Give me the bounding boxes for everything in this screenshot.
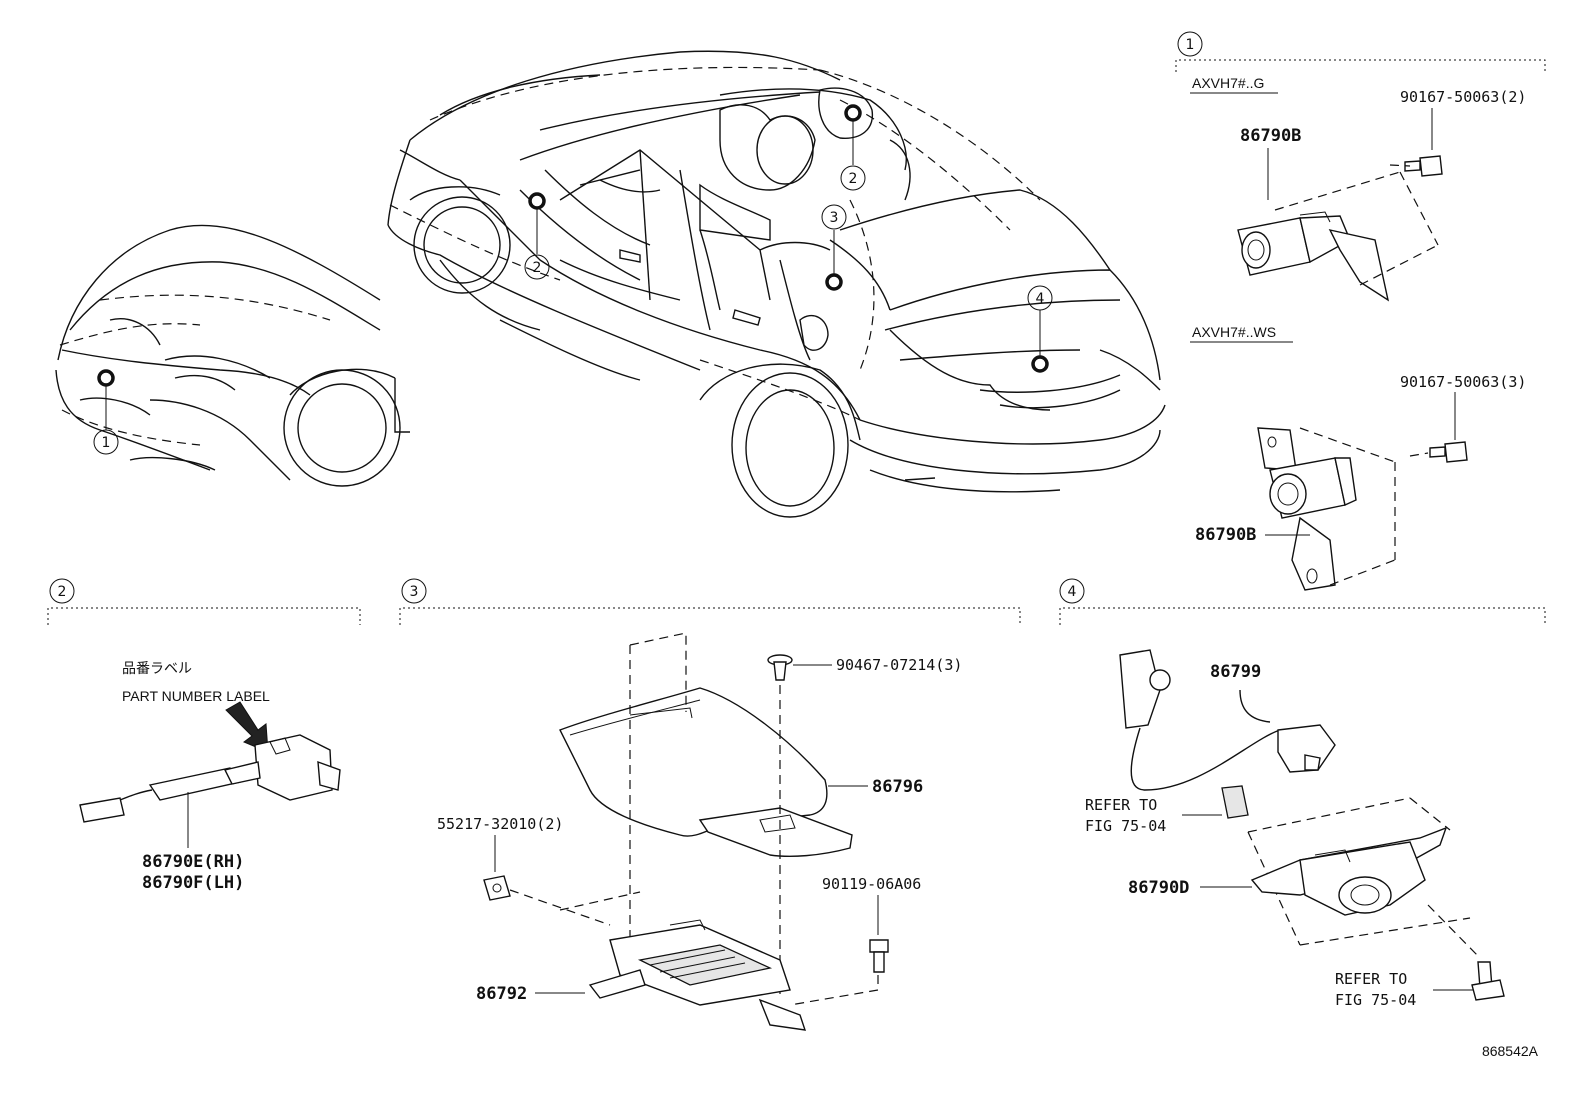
section-4: 4 86799 REFER TO FIG 75-04 xyxy=(1059,578,1546,1009)
part-number-label-en: PART NUMBER LABEL xyxy=(122,688,270,704)
section-2: 2 品番ラベル PART NUMBER LABEL 86790E(RH) 867… xyxy=(47,578,361,893)
callout-front-1: 1 xyxy=(93,429,119,455)
bolt-icon xyxy=(1471,961,1505,1001)
camera-rh-part-number: 86790E(RH) xyxy=(142,852,244,872)
svg-text:3: 3 xyxy=(830,210,839,226)
variant-g-label: AXVH7#..G xyxy=(1192,75,1264,91)
camera-d-part-number: 86790D xyxy=(1128,878,1189,898)
nut-icon xyxy=(483,875,511,901)
clip-icon xyxy=(1221,785,1249,819)
svg-text:1: 1 xyxy=(1186,37,1195,53)
refer-1-line-2: FIG 75-04 xyxy=(1085,817,1166,835)
arrow-down-icon xyxy=(225,701,269,753)
section-1-callout xyxy=(1177,31,1203,57)
svg-text:2: 2 xyxy=(533,260,542,276)
svg-text:3: 3 xyxy=(410,584,419,600)
cover-part-number: 86796 xyxy=(872,777,923,797)
cover-panel-icon xyxy=(559,687,853,858)
front-car-illustration xyxy=(55,224,410,487)
svg-text:2: 2 xyxy=(58,584,67,600)
part-number-label-jp: 品番ラベル xyxy=(122,660,192,676)
section-3-callout xyxy=(401,578,427,604)
refer-1-line-1: REFER TO xyxy=(1085,796,1157,814)
section-4-callout xyxy=(1059,578,1085,604)
section-3: 3 90467-07214(3) 86796 55217-32010(2) xyxy=(399,578,1021,1031)
callout-top-2: 2 xyxy=(840,165,866,191)
main-car-illustration xyxy=(387,50,1166,518)
clip-part-number: 90467-07214(3) xyxy=(836,656,962,674)
camera-d-icon xyxy=(1250,826,1448,916)
callout-4: 4 xyxy=(1027,285,1053,311)
camera-lh-part-number: 86790F(LH) xyxy=(142,873,244,893)
bolt-icon xyxy=(1429,441,1468,463)
nut-part-number: 55217-32010(2) xyxy=(437,815,563,833)
bolt-icon xyxy=(869,939,889,973)
camera-ws-part-number: 86790B xyxy=(1195,525,1256,545)
camera-ws-icon xyxy=(1257,427,1357,591)
camera-g-icon xyxy=(1237,211,1390,302)
svg-text:2: 2 xyxy=(849,171,858,187)
harness-icon xyxy=(1119,649,1336,791)
harness-part-number: 86799 xyxy=(1210,662,1261,682)
variant-ws-label: AXVH7#..WS xyxy=(1192,324,1276,340)
clip-icon xyxy=(767,654,793,681)
svg-text:1: 1 xyxy=(102,435,111,451)
section-2-callout xyxy=(49,578,75,604)
refer-2-line-2: FIG 75-04 xyxy=(1335,991,1416,1009)
bolt-icon xyxy=(1404,155,1443,177)
ecu-part-number: 86792 xyxy=(476,984,527,1004)
callout-side-2: 2 xyxy=(524,254,550,280)
svg-text:4: 4 xyxy=(1036,291,1045,307)
refer-2-line-1: REFER TO xyxy=(1335,970,1407,988)
bolt-part-number: 90119-06A06 xyxy=(822,875,921,893)
camera-g-part-number: 86790B xyxy=(1240,126,1301,146)
diagram-id: 868542A xyxy=(1482,1043,1539,1059)
bolt-ws-part-number: 90167-50063(3) xyxy=(1400,373,1526,391)
callout-3: 3 xyxy=(821,204,847,230)
ecu-module-icon xyxy=(588,919,807,1031)
bolt-g-part-number: 90167-50063(2) xyxy=(1400,88,1526,106)
svg-text:4: 4 xyxy=(1068,584,1077,600)
side-camera-icon xyxy=(79,734,341,823)
section-1: 1 AXVH7#..G 90167-50063(2) 86790B AXVH7#… xyxy=(1175,31,1546,591)
